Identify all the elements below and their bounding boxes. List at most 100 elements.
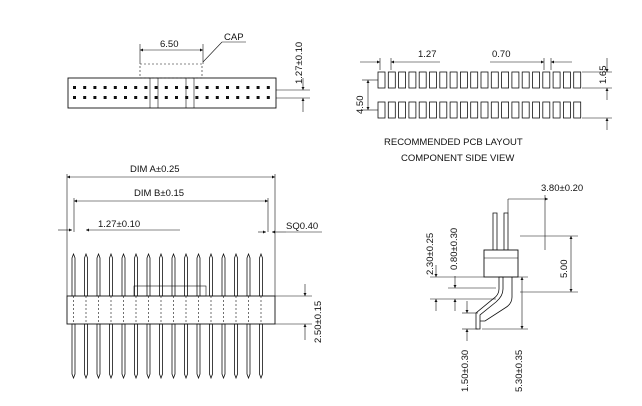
dim-127-vertical-label: 1.27±0.10 bbox=[294, 42, 305, 84]
front-cap-outline bbox=[133, 285, 207, 297]
front-pin-upper bbox=[159, 252, 163, 297]
front-pin-upper bbox=[84, 252, 88, 297]
top-pin-hole bbox=[144, 86, 148, 89]
cap-guides bbox=[149, 78, 195, 108]
pcb-pad bbox=[490, 101, 499, 119]
front-pin-lower bbox=[259, 323, 263, 380]
front-dim-127-label: 1.27±0.10 bbox=[98, 219, 140, 230]
front-pin-lower bbox=[246, 323, 251, 380]
dim-530-label: 5.30±0.35 bbox=[514, 350, 525, 392]
pcb-pad bbox=[511, 71, 520, 89]
top-pin-hole bbox=[164, 96, 168, 99]
dim-a-label: DIM A±0.25 bbox=[130, 164, 180, 175]
top-pin-hole bbox=[256, 96, 260, 99]
top-pin-hole bbox=[154, 96, 158, 99]
front-pins bbox=[71, 252, 263, 380]
pcb-pad bbox=[521, 101, 530, 119]
pcb-caption-line2: COMPONENT SIDE VIEW bbox=[401, 153, 514, 164]
top-pin-hole bbox=[205, 96, 209, 99]
dim-380-label: 3.80±0.20 bbox=[541, 183, 583, 194]
dim-230-label: 2.30±0.25 bbox=[425, 233, 436, 275]
top-pin-hole bbox=[236, 86, 240, 89]
front-pin-upper bbox=[184, 252, 188, 297]
top-pin-hole bbox=[175, 86, 178, 89]
front-pin-upper bbox=[146, 252, 151, 297]
pcb-pad bbox=[418, 71, 427, 89]
pcb-pad bbox=[429, 71, 437, 89]
pcb-pad bbox=[429, 101, 437, 119]
front-pin-lower bbox=[71, 323, 76, 380]
top-pin-hole bbox=[215, 86, 219, 89]
pcb-pad bbox=[418, 101, 427, 119]
pcb-pad bbox=[521, 71, 530, 89]
front-pin-upper bbox=[134, 252, 138, 297]
pcb-caption-line1: RECOMMENDED PCB LAYOUT bbox=[384, 137, 523, 148]
front-pin-upper bbox=[96, 252, 101, 297]
top-pin-hole bbox=[93, 86, 97, 89]
pcb-pad bbox=[480, 101, 489, 119]
sq040-label: SQ0.40 bbox=[286, 221, 318, 232]
front-pin-lower bbox=[159, 323, 163, 380]
top-view-pin-holes bbox=[73, 86, 270, 99]
header-top-body bbox=[67, 77, 277, 109]
top-pin-hole bbox=[154, 86, 158, 89]
pcb-pad bbox=[501, 101, 510, 119]
pcb-pad bbox=[387, 101, 396, 119]
front-pin-lower bbox=[134, 323, 138, 380]
top-pin-hole bbox=[134, 86, 138, 89]
front-pin-lower bbox=[221, 323, 226, 380]
top-pin-hole bbox=[195, 96, 199, 99]
pcb-pad bbox=[377, 101, 386, 119]
cap-label: CAP bbox=[224, 32, 244, 43]
pcb-pad bbox=[532, 71, 540, 89]
top-pin-hole bbox=[73, 96, 76, 99]
top-pin-hole bbox=[256, 86, 260, 89]
side-bent-leg-rear bbox=[480, 277, 513, 322]
pcb-dim-165-label: 1.65 bbox=[598, 66, 609, 85]
top-pin-hole bbox=[124, 96, 127, 99]
pcb-pad bbox=[439, 101, 448, 119]
pcb-pad bbox=[573, 101, 582, 119]
top-pin-hole bbox=[266, 96, 270, 99]
pcb-pad bbox=[490, 71, 499, 89]
pcb-pad bbox=[459, 71, 468, 89]
pcb-pad bbox=[408, 71, 417, 89]
cap-outline bbox=[139, 63, 203, 79]
pcb-pad bbox=[542, 101, 551, 119]
pcb-pad bbox=[377, 71, 386, 89]
top-pin-hole bbox=[83, 96, 87, 99]
pcb-pad bbox=[542, 71, 551, 89]
cap-leader bbox=[202, 41, 223, 63]
top-pin-hole bbox=[73, 86, 76, 89]
pcb-dim-127-label: 1.27 bbox=[418, 49, 437, 60]
top-pin-hole bbox=[83, 86, 87, 89]
dim-500-label: 5.00 bbox=[559, 260, 570, 279]
top-pin-hole bbox=[246, 96, 250, 99]
front-pin-lower bbox=[196, 323, 201, 380]
side-body bbox=[483, 249, 519, 278]
pcb-pad bbox=[511, 101, 520, 119]
top-pin-hole bbox=[226, 86, 229, 89]
pcb-pad bbox=[563, 101, 571, 119]
front-pin-upper bbox=[246, 252, 251, 297]
pcb-pad bbox=[573, 71, 582, 89]
pcb-pad bbox=[470, 101, 479, 119]
front-pin-lower bbox=[171, 323, 176, 380]
dim-250-label: 2.50±0.15 bbox=[313, 301, 324, 343]
pcb-pad bbox=[552, 101, 561, 119]
front-pin-lower bbox=[84, 323, 88, 380]
top-pin-hole bbox=[185, 86, 189, 89]
front-pin-lower bbox=[121, 323, 126, 380]
top-pin-hole bbox=[113, 86, 117, 89]
pcb-pad bbox=[449, 101, 458, 119]
top-view: 6.50 CAP 1.27±0.10 bbox=[67, 32, 310, 112]
front-pin-upper bbox=[196, 252, 201, 297]
pcb-pad bbox=[470, 71, 479, 89]
pcb-pad bbox=[449, 71, 458, 89]
dim-150-label: 1.50±0.30 bbox=[460, 350, 471, 392]
front-pin-upper bbox=[171, 252, 176, 297]
front-pin-lower bbox=[234, 323, 238, 380]
pcb-pad bbox=[459, 101, 468, 119]
front-pin-upper bbox=[209, 252, 213, 297]
